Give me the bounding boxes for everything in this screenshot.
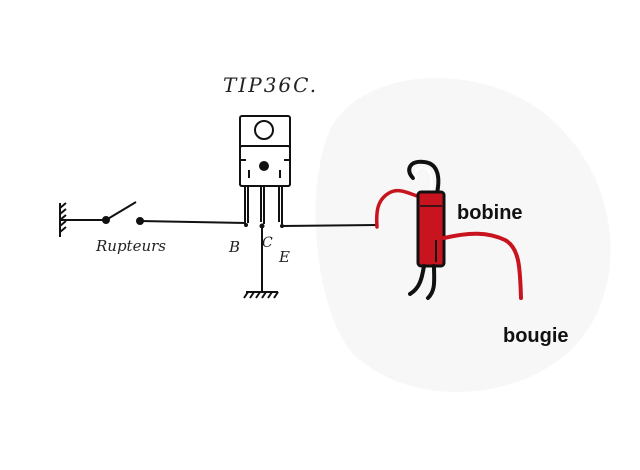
pin-b-label: B <box>228 238 240 256</box>
coil-input-wire <box>374 188 419 229</box>
ground-left-icon <box>59 202 104 237</box>
ht-wire <box>442 231 523 300</box>
pin-c-label: C <box>262 235 273 251</box>
plug-label: bougie <box>503 325 569 347</box>
breaker-switch <box>102 201 247 225</box>
ignition-coil <box>407 159 446 300</box>
transistor-pins <box>244 186 283 224</box>
emitter-wire <box>281 224 378 227</box>
diagram-title: TIP36C. <box>223 73 318 97</box>
pin-e-label: E <box>278 248 290 266</box>
switch-label: Rupteurs <box>95 237 166 255</box>
collector-ground-wire <box>243 227 279 299</box>
transistor-package <box>239 115 291 187</box>
coil-label: bobine <box>457 202 523 224</box>
